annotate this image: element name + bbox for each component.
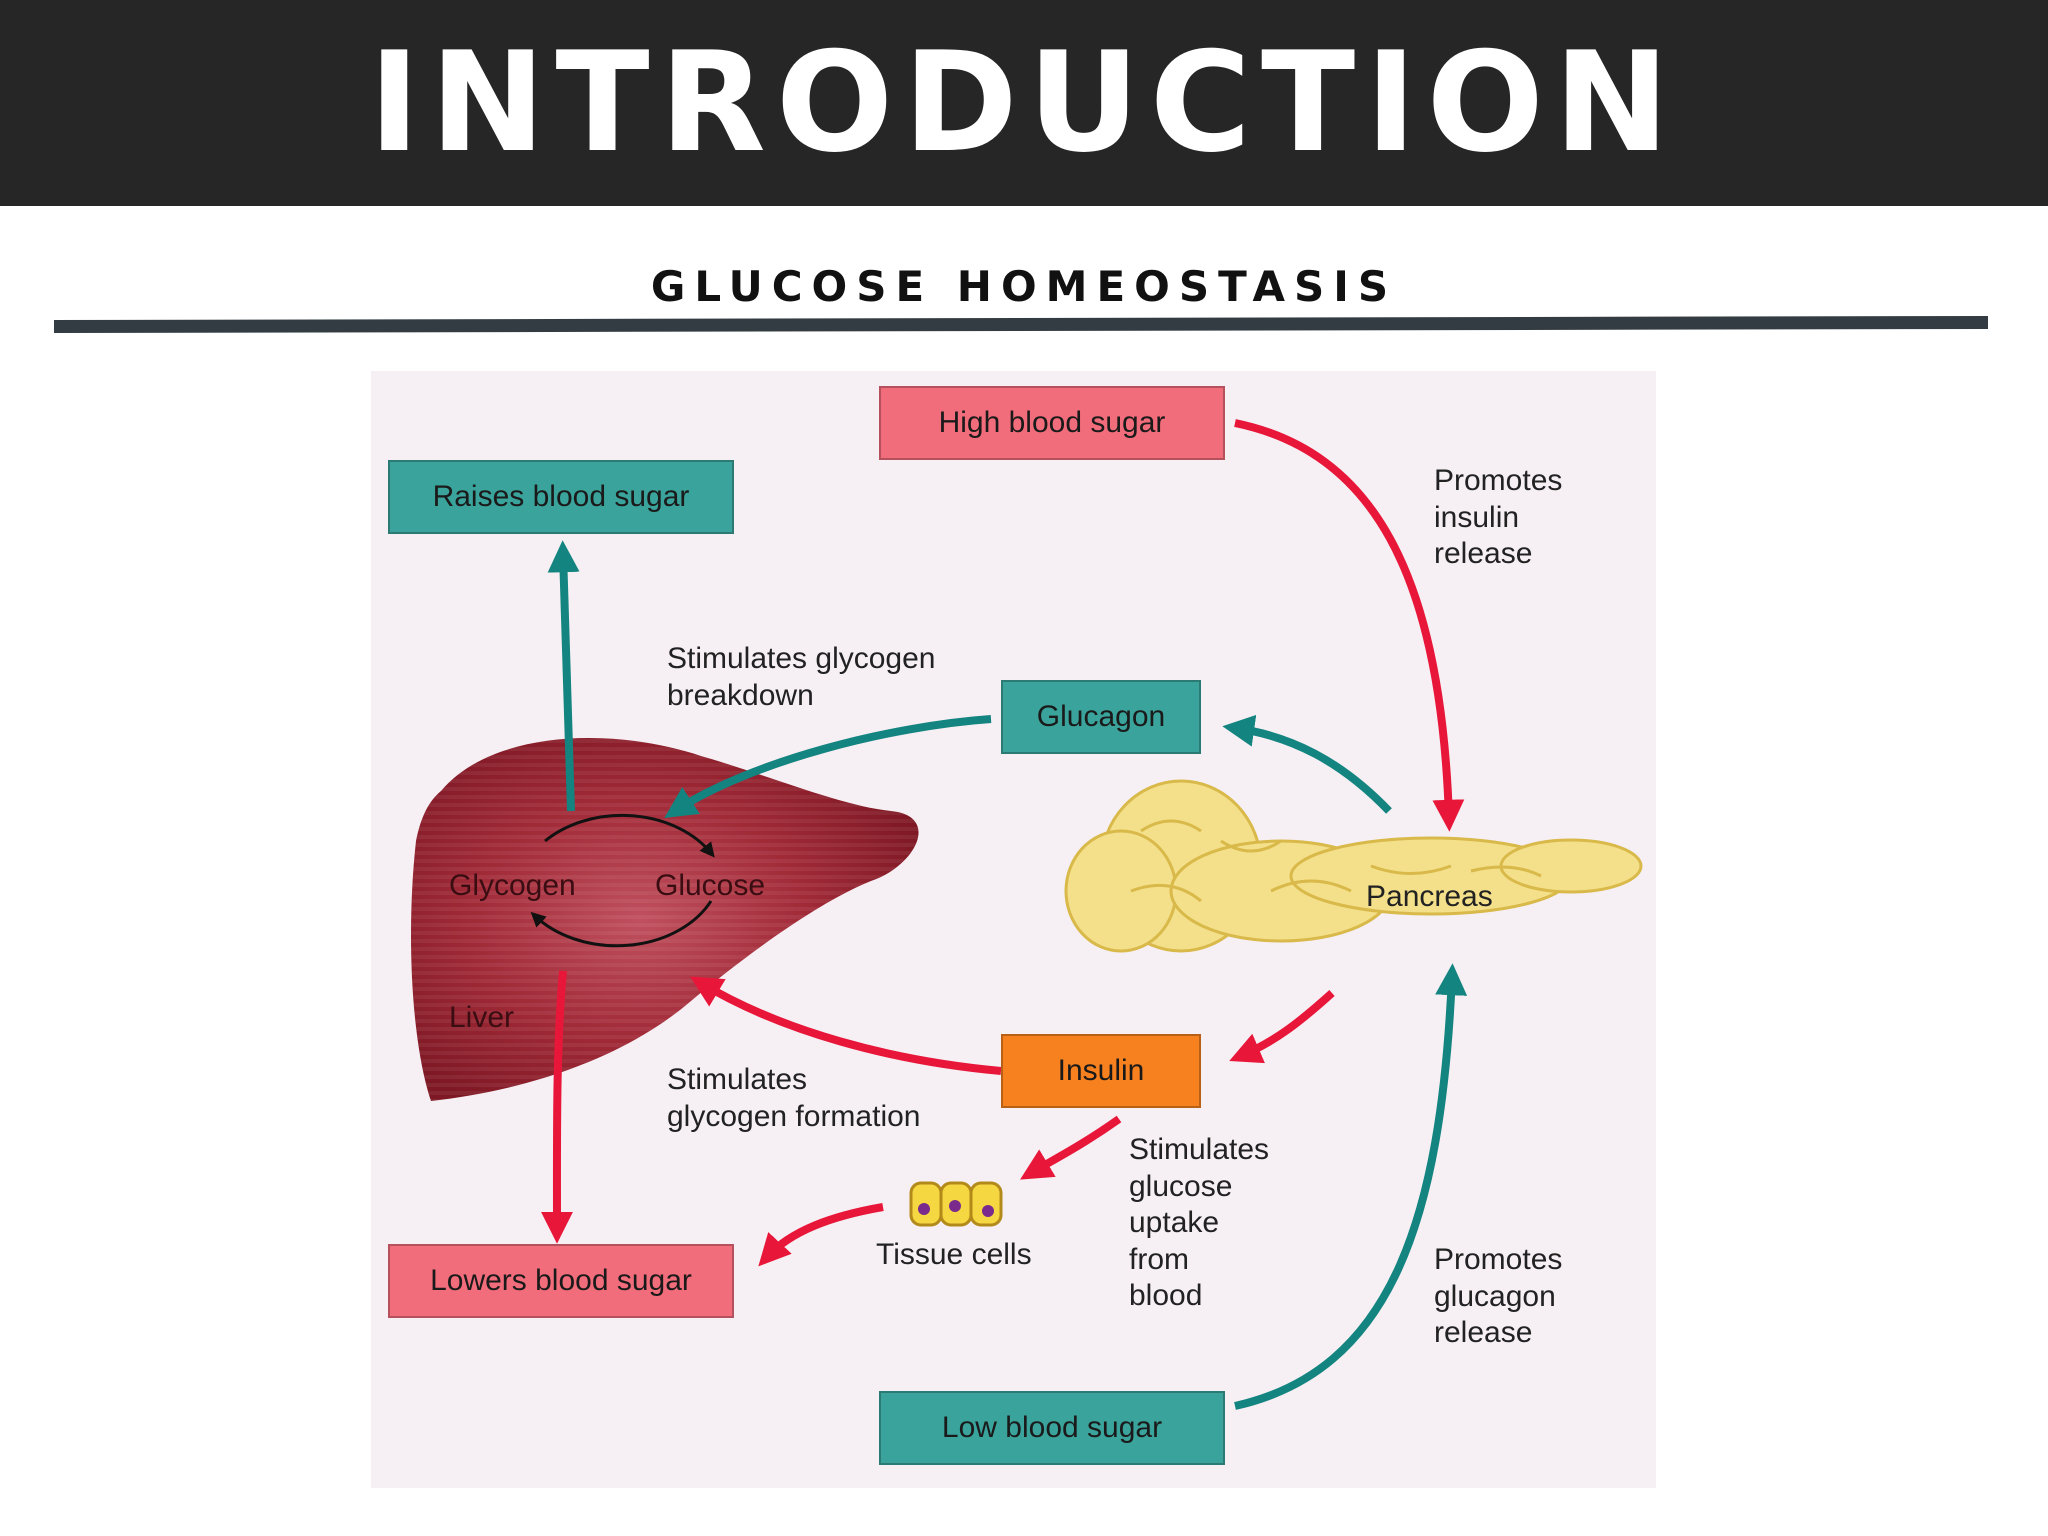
arrow-pancreas-to-glucagon — [1222, 714, 1392, 814]
raises-blood-sugar-box: Raises blood sugar — [388, 460, 734, 534]
arrow-pancreas-to-insulin — [1229, 990, 1335, 1064]
cycle-arrow-top — [544, 813, 715, 858]
arrow-insulin-to-tissue — [1020, 1115, 1122, 1180]
arrow-tissue-to-lowers — [758, 1203, 884, 1267]
promotes-glucagon-label: Promotes glucagon release — [1434, 1243, 1563, 1350]
arrow-liver-to-lowers — [540, 970, 573, 1244]
arrow-glucagon-to-liver — [664, 715, 992, 819]
section-subtitle: GLUCOSE HOMEOSTASIS — [650, 262, 1398, 311]
glucose-homeostasis-diagram: High blood sugar Raises blood sugar Gluc… — [371, 371, 1656, 1488]
low-blood-sugar-box: Low blood sugar — [879, 1391, 1225, 1465]
tissue-cells-icon — [909, 1181, 1003, 1227]
high-blood-sugar-box: High blood sugar — [879, 386, 1225, 460]
lowers-blood-sugar-box: Lowers blood sugar — [388, 1244, 734, 1318]
arrow-liver-to-raises — [547, 540, 580, 812]
insulin-box: Insulin — [1001, 1034, 1201, 1108]
glycogen-formation-label: Stimulates glycogen formation — [667, 1063, 921, 1133]
glycogen-label: Glycogen — [449, 869, 576, 902]
header-bar — [0, 0, 2048, 206]
arrow-low-to-pancreas — [1234, 963, 1468, 1410]
divider-line — [54, 315, 1988, 334]
diagram-graphics — [411, 419, 1643, 1410]
pancreas-label: Pancreas — [1366, 880, 1493, 913]
pancreas-shape — [1064, 779, 1643, 953]
liver-label: Liver — [449, 1001, 515, 1034]
arrow-high-to-pancreas — [1234, 419, 1465, 832]
glucose-uptake-label: Stimulates glucose uptake from blood — [1129, 1133, 1270, 1313]
promotes-insulin-label: Promotes insulin release — [1434, 464, 1563, 571]
glycogen-breakdown-label: Stimulates glycogen breakdown — [667, 642, 936, 712]
glucagon-box: Glucagon — [1001, 680, 1201, 754]
page-title: INTRODUCTION — [368, 22, 1680, 183]
arrow-insulin-to-liver — [690, 976, 1002, 1075]
tissue-cells-label: Tissue cells — [876, 1238, 1032, 1271]
glucose-label: Glucose — [655, 869, 766, 902]
cycle-arrow-bottom — [530, 900, 713, 948]
